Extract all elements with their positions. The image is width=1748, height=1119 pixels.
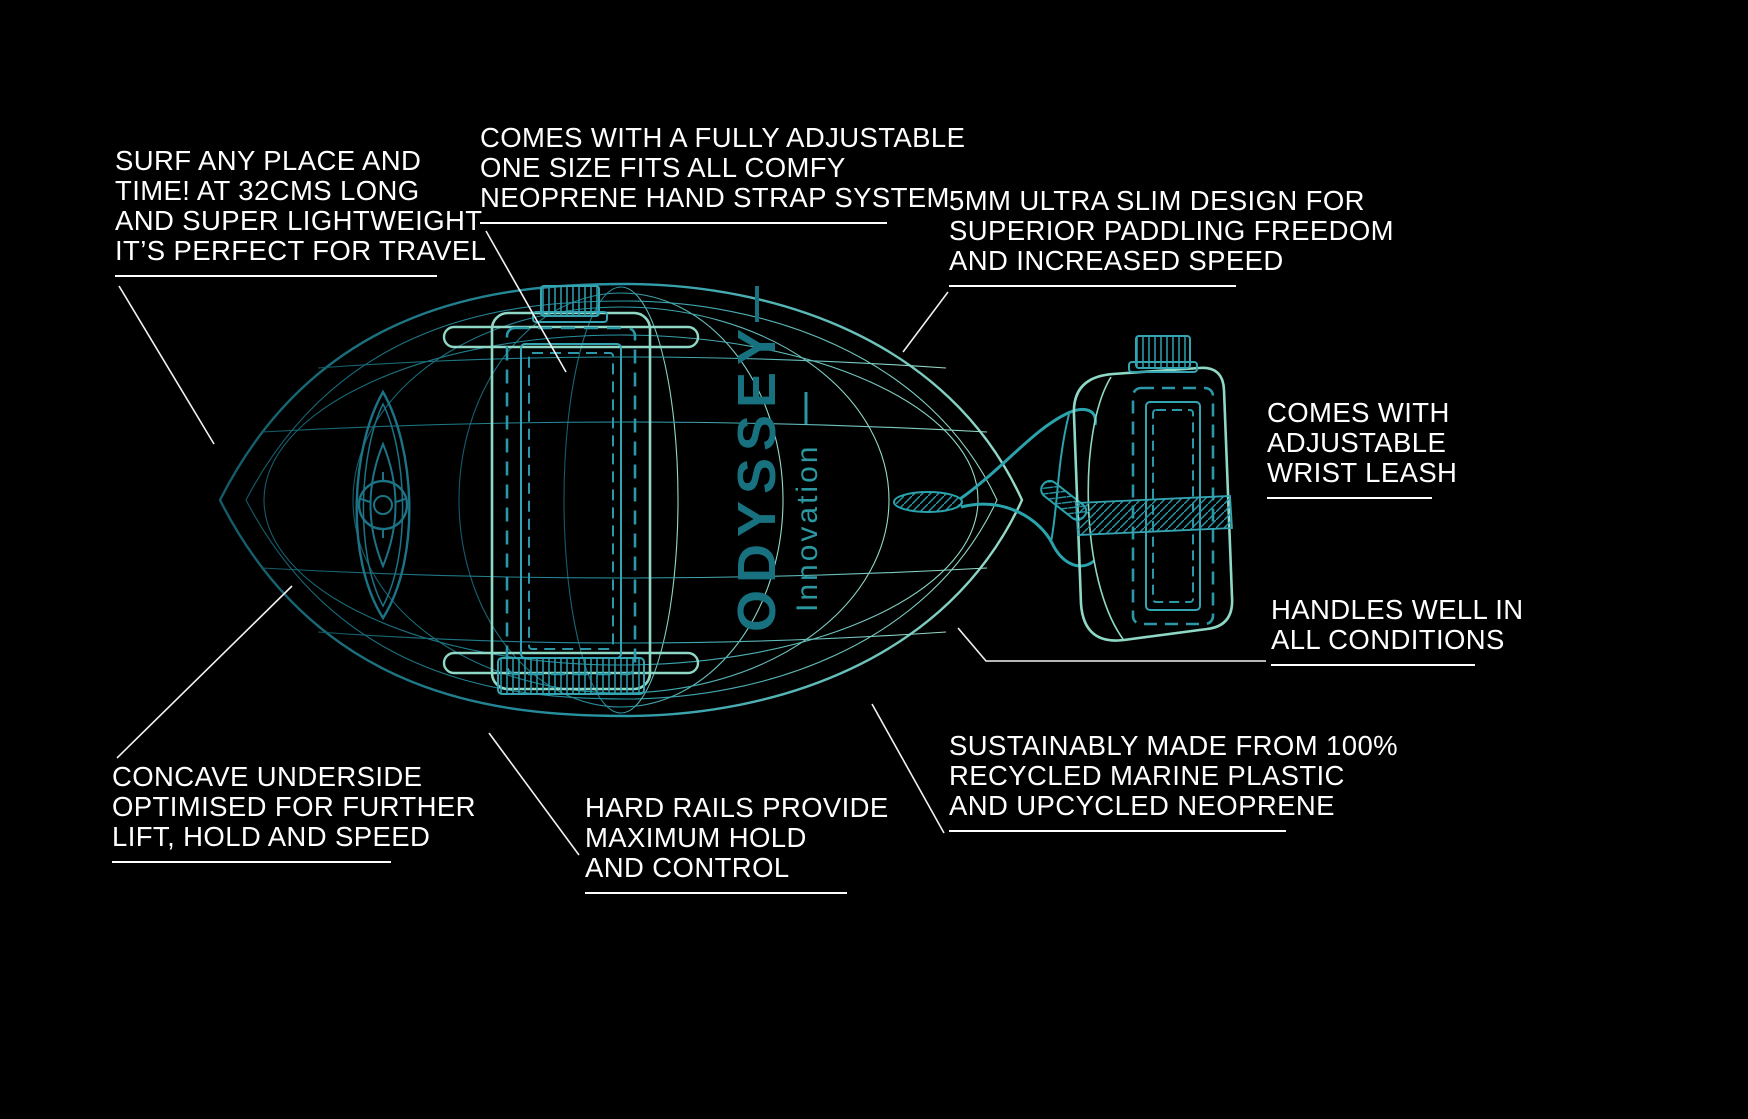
leash-attachment-loop <box>893 491 963 513</box>
leader-sustainable <box>871 703 945 834</box>
leader-travel <box>118 285 215 445</box>
brand-logo-mark <box>355 389 411 621</box>
latitude-line <box>261 421 988 433</box>
cuff-top-plug <box>1135 335 1191 369</box>
leader-lines <box>116 230 1266 856</box>
leader-concave <box>116 585 293 759</box>
leader-handles <box>957 627 1266 662</box>
annotation-hand-strap: COMES WITH A FULLY ADJUSTABLE ONE SIZE F… <box>480 122 966 224</box>
hand-strap <box>442 285 700 695</box>
wrist-leash-cord <box>893 408 1097 568</box>
annotation-wrist-leash: COMES WITH ADJUSTABLE WRIST LEASH <box>1267 397 1458 499</box>
annotation-travel-text: SURF ANY PLACE AND TIME! AT 32CMS LONG A… <box>115 145 487 266</box>
brand-name-text: ODYSSEY <box>727 322 787 632</box>
leader-slim <box>902 291 949 353</box>
brand-wordmark: ODYSSEY Innovation <box>727 286 824 632</box>
latitude-line <box>317 631 947 644</box>
annotation-hard-rails: HARD RAILS PROVIDE MAXIMUM HOLD AND CONT… <box>585 792 889 894</box>
wrist-cuff <box>1072 335 1234 642</box>
latitude-line <box>317 356 947 369</box>
strap-stitching-outer <box>505 326 637 676</box>
cuff-top-plug-base <box>1128 361 1198 373</box>
annotation-sustainable: SUSTAINABLY MADE FROM 100% RECYCLED MARI… <box>949 730 1398 832</box>
annotation-hand-strap-text: COMES WITH A FULLY ADJUSTABLE ONE SIZE F… <box>480 122 966 213</box>
strap-outer <box>490 311 652 691</box>
annotation-wrist-leash-text: COMES WITH ADJUSTABLE WRIST LEASH <box>1267 397 1458 488</box>
strap-top-plug-base <box>532 311 608 323</box>
brand-tagline-text: Innovation <box>791 444 824 612</box>
annotation-handles: HANDLES WELL IN ALL CONDITIONS <box>1271 594 1524 666</box>
annotation-slim-design-text: 5MM ULTRA SLIM DESIGN FOR SUPERIOR PADDL… <box>949 185 1394 276</box>
strap-top-plug <box>540 285 600 317</box>
leader-rails <box>488 732 580 856</box>
annotation-concave: CONCAVE UNDERSIDE OPTIMISED FOR FURTHER … <box>112 761 476 863</box>
annotation-slim-design: 5MM ULTRA SLIM DESIGN FOR SUPERIOR PADDL… <box>949 185 1394 287</box>
strap-pad <box>520 343 622 659</box>
leader-strap <box>485 230 567 373</box>
board-outline <box>218 282 1024 718</box>
annotation-handles-text: HANDLES WELL IN ALL CONDITIONS <box>1271 594 1524 655</box>
cuff-webbing-band <box>1075 495 1233 536</box>
cuff-outline <box>1072 366 1234 642</box>
annotation-concave-text: CONCAVE UNDERSIDE OPTIMISED FOR FURTHER … <box>112 761 476 852</box>
annotation-sustainable-text: SUSTAINABLY MADE FROM 100% RECYCLED MARI… <box>949 730 1398 821</box>
strap-stitching-inner <box>528 352 614 650</box>
annotation-travel: SURF ANY PLACE AND TIME! AT 32CMS LONG A… <box>115 145 487 277</box>
annotation-hard-rails-text: HARD RAILS PROVIDE MAXIMUM HOLD AND CONT… <box>585 792 889 883</box>
board-wireframe <box>218 282 1024 718</box>
strap-velcro-ribbed <box>497 657 645 695</box>
